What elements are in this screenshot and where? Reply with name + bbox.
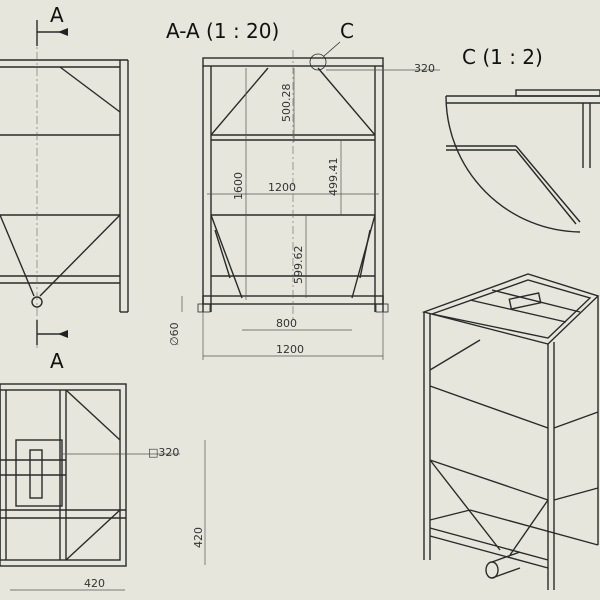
detail-marker: C (340, 19, 354, 43)
section-label-top: A (50, 3, 64, 27)
top-view: □320 420 420 (0, 383, 206, 591)
dim-320-square: □320 (148, 446, 179, 459)
section-view-title: A-A (1 : 20) (166, 19, 279, 43)
dim-1600: 1600 (232, 172, 245, 200)
dim-420-horizontal: 420 (84, 577, 105, 590)
detail-view: C (1 : 2) (445, 45, 600, 233)
dim-800: 800 (276, 317, 297, 330)
dim-1200-mid: 1200 (268, 181, 296, 194)
dim-320-top: 320 (414, 62, 435, 75)
dim-499-41: 499.41 (327, 158, 340, 197)
isometric-view (421, 273, 600, 590)
dim-599-62: 599.62 (292, 246, 305, 285)
dim-420-vertical: 420 (192, 527, 205, 548)
section-label-bottom: A (50, 349, 64, 373)
detail-view-title: C (1 : 2) (462, 45, 543, 69)
dim-1200-bottom: 1200 (276, 343, 304, 356)
section-view: A-A (1 : 20) C 320 500.28 1600 (166, 19, 440, 360)
front-view: A A (0, 3, 129, 373)
dim-500-28: 500.28 (280, 84, 293, 123)
dim-60: ∅60 (168, 322, 181, 346)
